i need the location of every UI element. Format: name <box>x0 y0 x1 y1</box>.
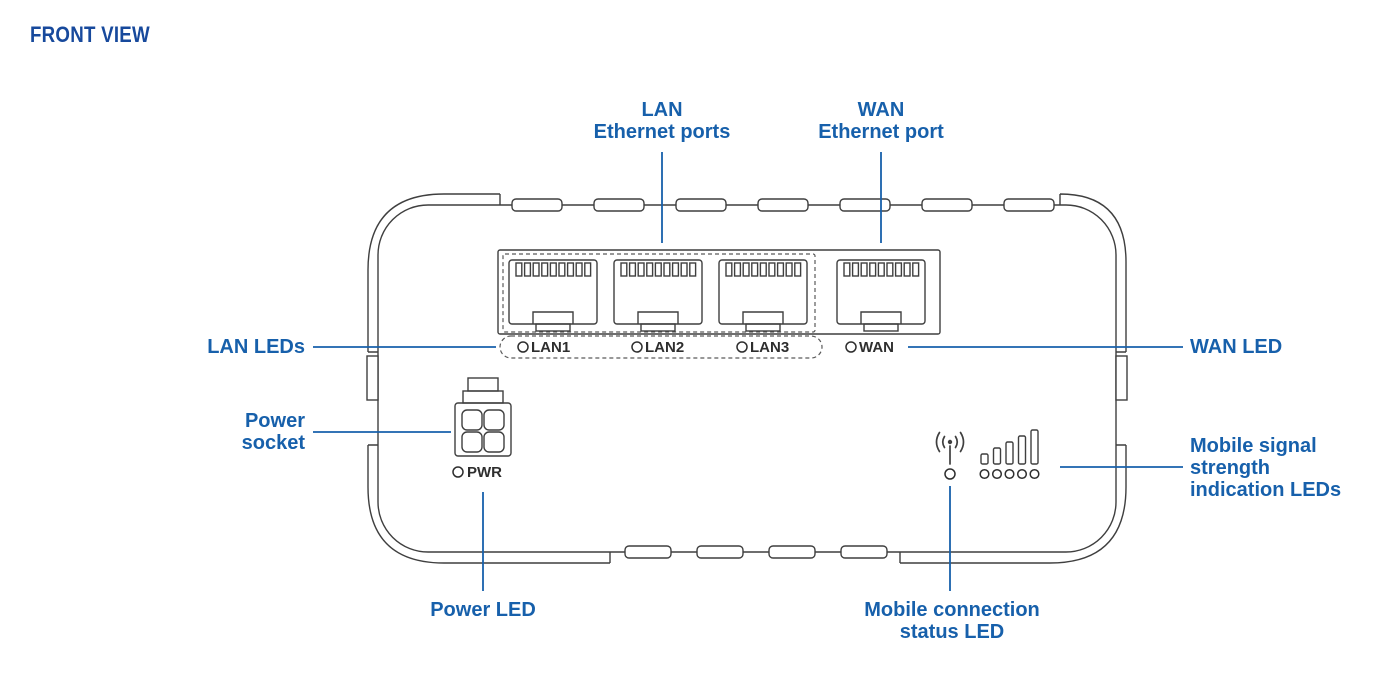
lan2-led-label: LAN2 <box>645 339 684 356</box>
mobile-signal-label-line2: strength <box>1190 457 1270 479</box>
lan-leds-dashed-group <box>499 335 823 359</box>
ethernet-port-lan1 <box>508 259 598 332</box>
pwr-led-label: PWR <box>467 464 502 481</box>
power-socket-label: Power socket <box>55 410 305 454</box>
mobile-led-row <box>944 468 1040 480</box>
lan3-led-label: LAN3 <box>750 339 789 356</box>
signal-led-5 <box>1029 468 1040 480</box>
mobile-status-label-line1: Mobile connection <box>864 599 1040 621</box>
power-socket-label-line2: socket <box>241 432 305 454</box>
side-tabs <box>366 355 1128 401</box>
mobile-antenna-icon <box>935 431 965 465</box>
power-socket <box>454 377 512 457</box>
wan-port-label-line1: WAN <box>857 99 905 121</box>
wan-led-label: WAN LED <box>1190 336 1283 358</box>
lan2-led <box>631 341 643 353</box>
lan-ports-label-line1: LAN <box>641 99 683 121</box>
power-led-label: Power LED <box>430 599 536 621</box>
page-title: FRONT VIEW <box>30 22 150 47</box>
mobile-status-led <box>944 468 956 480</box>
wan-led <box>845 341 857 353</box>
wan-led-label: WAN <box>859 339 894 356</box>
wan-port-label-line2: Ethernet port <box>818 121 944 143</box>
lan-ports-dashed-group <box>502 253 816 333</box>
mobile-status-label-line2: status LED <box>899 621 1005 643</box>
lan-leds-label: LAN LEDs <box>207 336 305 358</box>
ethernet-ports-panel <box>497 249 941 335</box>
lan-ports-label-line2: Ethernet ports <box>593 121 731 143</box>
bottom-vents <box>624 545 888 559</box>
ethernet-port-lan3 <box>718 259 808 332</box>
corner-bumpers <box>367 193 1127 564</box>
signal-led-4 <box>1016 468 1028 480</box>
top-vents <box>511 198 1055 212</box>
callout-lines <box>313 152 1183 591</box>
lan1-led-label: LAN1 <box>531 339 570 356</box>
mobile-signal-label-line3: indication LEDs <box>1190 479 1342 501</box>
signal-led-2 <box>991 468 1003 480</box>
ethernet-port-wan <box>836 259 926 332</box>
lan1-led <box>517 341 529 353</box>
signal-led-1 <box>979 468 990 480</box>
power-socket-label-line1: Power <box>244 410 305 432</box>
mobile-status-label: Mobile connection status LED <box>827 599 1077 643</box>
signal-led-3 <box>1004 468 1015 480</box>
port-led-row: LAN1 LAN2 LAN3 WAN <box>499 335 894 359</box>
wan-port-label: WAN Ethernet port <box>781 99 981 143</box>
pwr-led <box>452 466 464 478</box>
power-led-group: PWR <box>452 464 502 481</box>
ethernet-port-lan2 <box>613 259 703 332</box>
lan3-led <box>736 341 748 353</box>
signal-strength-bars-icon <box>980 429 1039 465</box>
mobile-signal-label-line1: Mobile signal <box>1190 435 1317 457</box>
router-body <box>366 193 1128 564</box>
mobile-signal-label: Mobile signal strength indication LEDs <box>1190 435 1341 501</box>
lan-ports-label: LAN Ethernet ports <box>562 99 762 143</box>
